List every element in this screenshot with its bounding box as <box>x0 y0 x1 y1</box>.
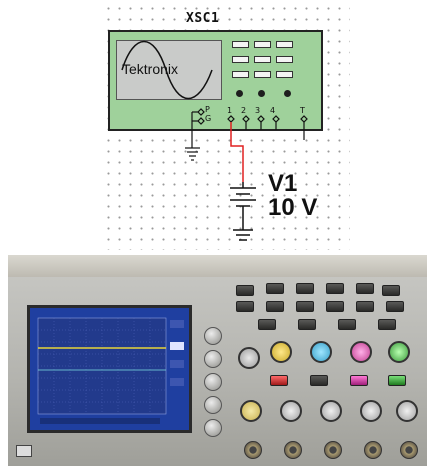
scope-button <box>276 71 293 78</box>
bnc-connector-icon <box>284 441 302 459</box>
control-button[interactable] <box>382 285 400 296</box>
bnc-connector-icon <box>324 441 342 459</box>
oscilloscope-photo <box>8 255 427 466</box>
scope-button <box>232 71 249 78</box>
control-button[interactable] <box>356 283 374 294</box>
screen-brand-label: Tektronix <box>122 61 179 77</box>
instrument-label: XSC1 <box>186 11 220 26</box>
bnc-connector-icon <box>364 441 382 459</box>
scope-button <box>254 56 271 63</box>
source-name-label: V1 <box>268 170 298 197</box>
source-value-label: 10 V <box>268 194 318 221</box>
control-button[interactable] <box>338 319 356 330</box>
knob-icon[interactable] <box>238 347 260 369</box>
scope-button <box>276 56 293 63</box>
control-button[interactable] <box>356 301 374 312</box>
sine-wave-icon <box>121 40 213 100</box>
pin-label-1: 1 <box>227 106 233 115</box>
crt-screen <box>27 305 192 433</box>
scope-button <box>254 71 271 78</box>
control-button[interactable] <box>326 301 344 312</box>
photo-top-bezel <box>8 255 427 277</box>
channel-button[interactable] <box>270 375 288 386</box>
control-button[interactable] <box>296 301 314 312</box>
control-button[interactable] <box>236 285 254 296</box>
knob-icon[interactable] <box>310 341 332 363</box>
pin-label-g: G <box>205 114 212 123</box>
scope-knob-icon <box>236 90 243 97</box>
control-button[interactable] <box>296 283 314 294</box>
pin-label-4: 4 <box>270 106 276 115</box>
channel-button[interactable] <box>388 375 406 386</box>
knob-icon[interactable] <box>350 341 372 363</box>
menu-button[interactable] <box>204 419 222 437</box>
control-button[interactable] <box>326 283 344 294</box>
control-button[interactable] <box>258 319 276 330</box>
crt-graticule <box>37 317 184 424</box>
scope-button <box>232 56 249 63</box>
control-button[interactable] <box>266 283 284 294</box>
circuit-wires <box>185 108 308 241</box>
menu-button[interactable] <box>204 350 222 368</box>
pin-label-2: 2 <box>241 106 247 115</box>
control-button[interactable] <box>236 301 254 312</box>
scope-screen <box>116 40 222 100</box>
knob-icon[interactable] <box>270 341 292 363</box>
knob-icon[interactable] <box>360 400 382 422</box>
knob-icon[interactable] <box>240 400 262 422</box>
menu-button[interactable] <box>204 327 222 345</box>
channel-button[interactable] <box>350 375 368 386</box>
pin-label-t: T <box>300 106 305 115</box>
scope-knob-icon <box>284 90 291 97</box>
knob-icon[interactable] <box>320 400 342 422</box>
control-button[interactable] <box>386 301 404 312</box>
bnc-connector-icon <box>400 441 418 459</box>
schematic-canvas: XSC1 Tektronix P G 1 2 3 4 T <box>100 0 350 250</box>
channel-button[interactable] <box>310 375 328 386</box>
pin-label-p: P <box>205 105 210 114</box>
knob-icon[interactable] <box>280 400 302 422</box>
menu-button[interactable] <box>204 396 222 414</box>
control-button[interactable] <box>298 319 316 330</box>
scope-button <box>254 41 271 48</box>
knob-icon[interactable] <box>388 341 410 363</box>
menu-button[interactable] <box>204 373 222 391</box>
control-button[interactable] <box>266 301 284 312</box>
knob-icon[interactable] <box>396 400 418 422</box>
scope-knob-icon <box>258 90 265 97</box>
power-button-icon[interactable] <box>16 445 32 457</box>
pin-label-3: 3 <box>255 106 261 115</box>
scope-button <box>276 41 293 48</box>
control-button[interactable] <box>378 319 396 330</box>
scope-button <box>232 41 249 48</box>
bnc-connector-icon <box>244 441 262 459</box>
